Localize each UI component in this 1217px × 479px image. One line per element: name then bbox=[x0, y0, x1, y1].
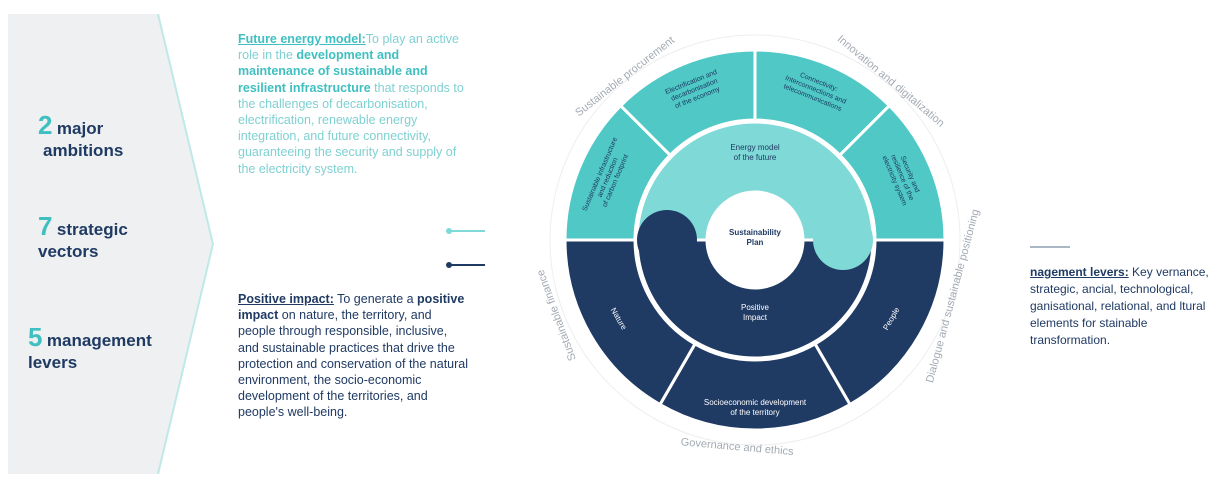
stat-label: major bbox=[56, 119, 104, 138]
text-run: To generate a bbox=[333, 292, 418, 306]
future-energy-model-heading: Future energy model: bbox=[238, 32, 366, 46]
outer-label: Governance and ethics bbox=[680, 436, 794, 458]
inner-energy-model bbox=[635, 120, 875, 242]
outer-ring bbox=[549, 34, 961, 446]
stat-label: management bbox=[46, 331, 152, 350]
summary-panel: 2 major ambitions 7 strategic vectors 5 … bbox=[8, 14, 223, 474]
connector-dot bbox=[446, 228, 452, 234]
management-divider bbox=[1030, 246, 1070, 248]
text-run: To play an active role in the bbox=[238, 32, 459, 63]
stat-label: ambitions bbox=[43, 141, 124, 160]
management-levers-heading: nagement levers: bbox=[1030, 265, 1129, 279]
stat-label: strategic bbox=[56, 220, 128, 239]
text-bold: positive impact bbox=[238, 292, 465, 323]
positive-impact-text: Positive impact: To generate a positive … bbox=[238, 291, 470, 421]
text-run: that responds to the challenges of decar… bbox=[238, 80, 464, 176]
segment-nature bbox=[563, 238, 698, 407]
text-bold: development and maintenance of sustainab… bbox=[238, 48, 428, 95]
stat-levers: 5 management levers bbox=[28, 322, 218, 373]
stat-number: 5 bbox=[28, 322, 43, 352]
stat-vectors: 7 strategic vectors bbox=[38, 211, 228, 262]
lobe-energy bbox=[813, 210, 873, 270]
lobe-positive bbox=[637, 210, 697, 270]
chevron-background bbox=[8, 14, 215, 474]
connector-dot bbox=[446, 262, 452, 268]
stat-label: vectors bbox=[38, 242, 99, 261]
stat-ambitions: 2 major ambitions bbox=[38, 110, 228, 161]
inner-positive-impact bbox=[635, 238, 875, 360]
future-energy-model-text: Future energy model:To play an active ro… bbox=[238, 31, 470, 177]
stat-label: levers bbox=[28, 353, 78, 372]
stat-number: 7 bbox=[38, 211, 53, 241]
text-run: on nature, the territory, and people thr… bbox=[238, 308, 469, 420]
management-levers-text: nagement levers: Key vernance, strategic… bbox=[1030, 264, 1215, 349]
positive-impact-heading: Positive impact: bbox=[238, 292, 334, 306]
center-circle bbox=[708, 193, 802, 287]
text-run: Key vernance, strategic, ancial, technol… bbox=[1030, 265, 1209, 347]
stat-number: 2 bbox=[38, 110, 53, 140]
